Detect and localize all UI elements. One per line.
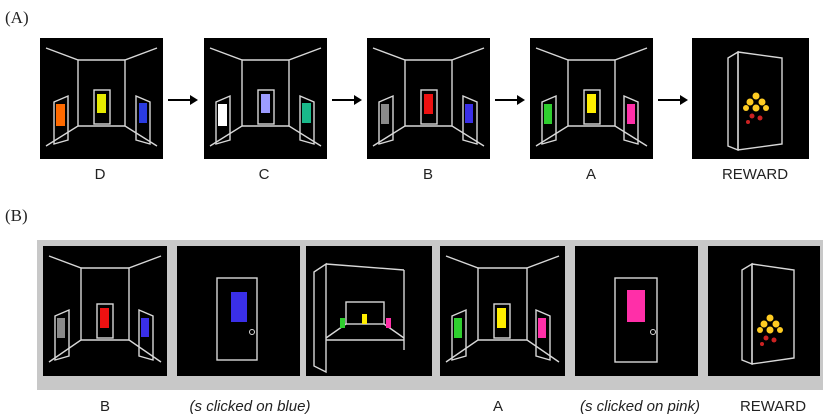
door-pink — [627, 290, 645, 322]
door-indigo — [141, 318, 149, 337]
door-teal — [302, 103, 311, 123]
caption-d: D — [94, 166, 106, 183]
caption-reward: REWARD — [721, 166, 789, 183]
door-indigo — [465, 104, 473, 123]
door-yellow — [97, 94, 106, 113]
b-corridor — [306, 246, 432, 376]
door-blue — [231, 292, 247, 322]
b-room-reward — [708, 246, 820, 376]
door-gray — [57, 318, 65, 338]
b-room-a — [440, 246, 565, 376]
arrow-right-icon — [168, 95, 198, 105]
door-blue — [139, 103, 147, 123]
caption-b: B — [422, 166, 433, 183]
arrow-right-icon — [332, 95, 362, 105]
b-pink-door-closeup — [575, 246, 698, 376]
caption-b-a: A — [492, 398, 503, 415]
panel-a-label: (A) — [5, 8, 29, 27]
caption-s-clicked-pink: (s clicked on pink) — [579, 398, 701, 415]
door-green — [454, 318, 462, 338]
room-c — [204, 38, 327, 159]
door-lavender — [261, 94, 270, 113]
b-room-b — [43, 246, 167, 376]
door-red — [424, 94, 433, 114]
caption-c: C — [258, 166, 270, 183]
door-gray — [381, 104, 389, 124]
door-yellow — [362, 314, 367, 324]
room-b — [367, 38, 490, 159]
caption-b-reward: REWARD — [739, 398, 807, 415]
door-white — [218, 104, 227, 126]
arrow-right-icon — [495, 95, 525, 105]
room-a — [530, 38, 653, 159]
caption-b-b: B — [99, 398, 110, 415]
door-pink — [386, 318, 391, 328]
door-green — [340, 318, 345, 328]
reward-flowers — [743, 92, 769, 124]
panel-b-label: (B) — [5, 206, 28, 225]
door-yellow — [497, 308, 506, 328]
door-red — [100, 308, 109, 328]
caption-s-clicked-blue: (s clicked on blue) — [189, 398, 311, 415]
door-yellow-a — [587, 94, 596, 113]
door-pink — [627, 104, 635, 124]
door-pink — [538, 318, 546, 338]
caption-a: A — [585, 166, 596, 183]
door-orange — [56, 104, 65, 126]
door-green — [544, 104, 552, 124]
room-d — [40, 38, 163, 159]
arrow-right-icon — [658, 95, 688, 105]
room-reward — [692, 38, 809, 159]
reward-flowers — [757, 314, 783, 346]
b-blue-door-closeup — [177, 246, 300, 376]
